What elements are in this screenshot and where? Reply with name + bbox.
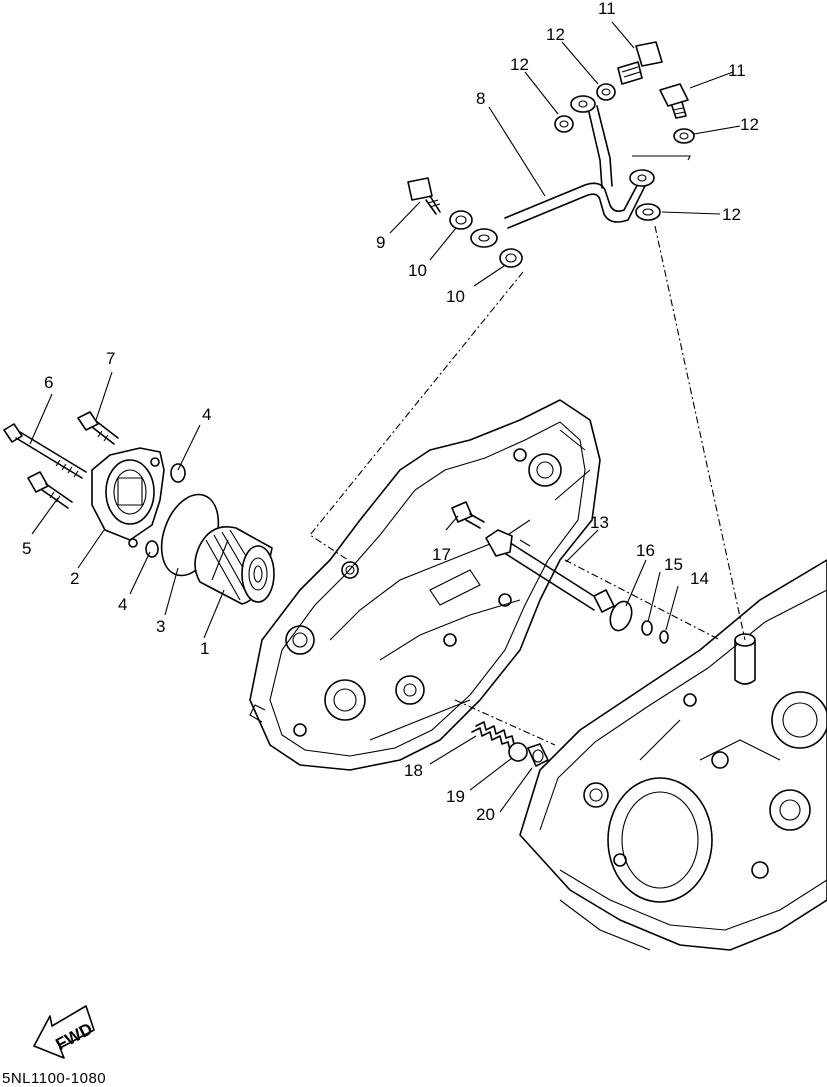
- copper-washers: [449, 83, 695, 268]
- callout-14: 14: [690, 569, 709, 588]
- callout-2: 2: [70, 569, 79, 588]
- leader-lines: [29, 21, 741, 813]
- union-bolt-11-right: [659, 83, 689, 119]
- callout-19: 19: [446, 787, 465, 806]
- callout-10b: 10: [446, 287, 465, 306]
- union-bolt-9: [407, 177, 441, 215]
- callout-10a: 10: [408, 261, 427, 280]
- callout-3: 3: [156, 617, 165, 636]
- callout-11b: 11: [728, 61, 746, 80]
- relief-ball-19: [508, 742, 528, 762]
- callout-12a: 12: [510, 55, 529, 74]
- diagram-code: 5NL1100-1080: [2, 1070, 107, 1087]
- fwd-arrow-icon: FWD: [33, 1005, 96, 1059]
- callout-6: 6: [44, 373, 53, 392]
- relief-plug-20: [527, 743, 549, 767]
- bolt-5: [27, 471, 73, 509]
- union-bolt-11-top: [617, 41, 663, 85]
- callout-16: 16: [636, 541, 655, 560]
- assembly-guide-lines: [309, 225, 746, 746]
- callout-7: 7: [106, 349, 115, 368]
- bolt-6: [3, 423, 87, 479]
- callout-8: 8: [476, 89, 485, 108]
- filter-cover: [91, 447, 165, 548]
- callout-1: 1: [200, 639, 209, 658]
- callout-17: 17: [432, 545, 451, 564]
- crankcase-left-half: [249, 399, 601, 771]
- crankcase-right-half: [519, 559, 827, 951]
- oil-delivery-pipe: [470, 95, 691, 248]
- callout-12d: 12: [722, 205, 741, 224]
- callout-9: 9: [376, 233, 385, 252]
- callout-11a: 11: [598, 0, 616, 18]
- bolt-17: [451, 501, 485, 529]
- callout-4b: 4: [118, 595, 127, 614]
- callout-5: 5: [22, 539, 31, 558]
- callout-13: 13: [590, 513, 609, 532]
- callout-numbers: 1 2 3 4 4 5 6 7 8 9 10 10 11 11 12 12 12…: [22, 0, 759, 824]
- oil-filter-element: [194, 526, 275, 605]
- bolt-7: [77, 411, 119, 445]
- relief-spring-18: [471, 721, 515, 751]
- callout-4a: 4: [202, 405, 211, 424]
- callout-12b: 12: [546, 25, 565, 44]
- oil-pipe-13: [485, 529, 615, 613]
- callout-18: 18: [404, 761, 423, 780]
- callout-15: 15: [664, 555, 683, 574]
- callout-20: 20: [476, 805, 495, 824]
- callout-12c: 12: [740, 115, 759, 134]
